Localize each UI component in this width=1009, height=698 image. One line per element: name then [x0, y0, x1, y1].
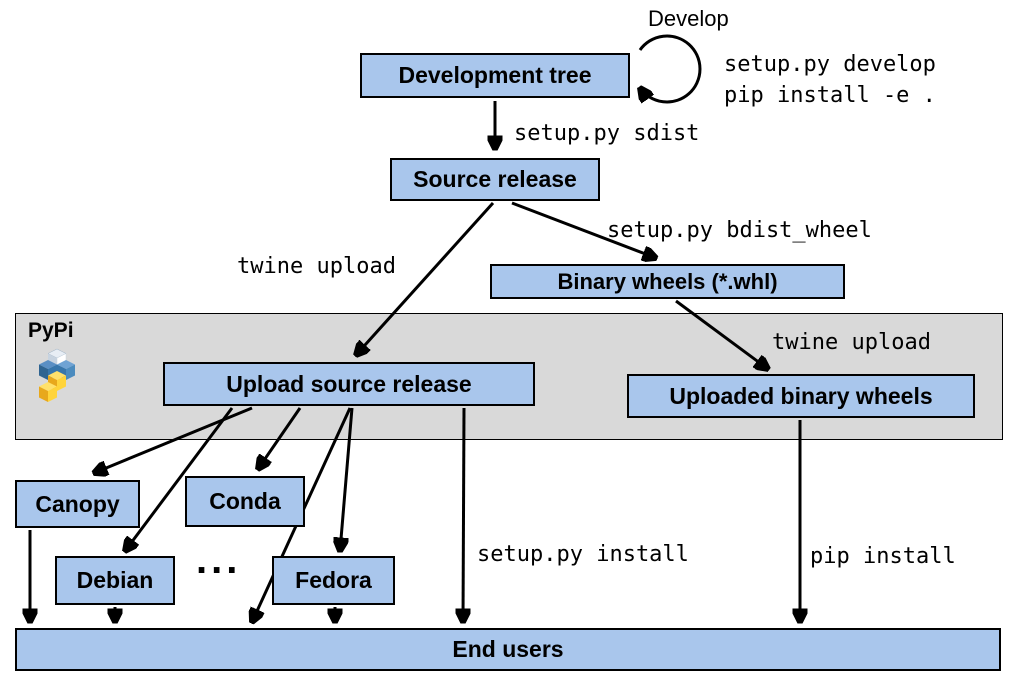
node-debian: Debian — [55, 556, 175, 605]
label-twine-upload-right: twine upload — [772, 330, 931, 355]
node-end-users: End users — [15, 628, 1001, 671]
node-fedora: Fedora — [272, 556, 395, 605]
label-setup-py-develop: setup.py develop — [724, 52, 936, 77]
label-other-distros-ellipsis: ... — [196, 538, 242, 582]
label-setup-py-bdist-wheel: setup.py bdist_wheel — [607, 218, 872, 243]
arrow-upload-to-endusers — [463, 407, 464, 622]
arrow-develop-self-loop — [640, 34, 702, 104]
label-develop: Develop — [648, 6, 729, 31]
pypi-logo-icon — [39, 348, 75, 402]
node-binary-wheels: Binary wheels (*.whl) — [490, 264, 845, 299]
node-conda: Conda — [185, 476, 305, 527]
label-pip-install-e: pip install -e . — [724, 83, 936, 108]
node-canopy: Canopy — [15, 480, 140, 528]
label-twine-upload-left: twine upload — [237, 254, 396, 279]
node-development-tree: Development tree — [360, 53, 630, 98]
label-pip-install: pip install — [810, 544, 956, 569]
label-setup-py-sdist: setup.py sdist — [514, 121, 700, 146]
node-uploaded-binary-wheels: Uploaded binary wheels — [627, 374, 975, 418]
node-upload-source-release: Upload source release — [163, 362, 535, 406]
pypi-label: PyPi — [28, 319, 74, 342]
node-source-release: Source release — [390, 158, 600, 201]
label-setup-py-install: setup.py install — [477, 542, 689, 567]
